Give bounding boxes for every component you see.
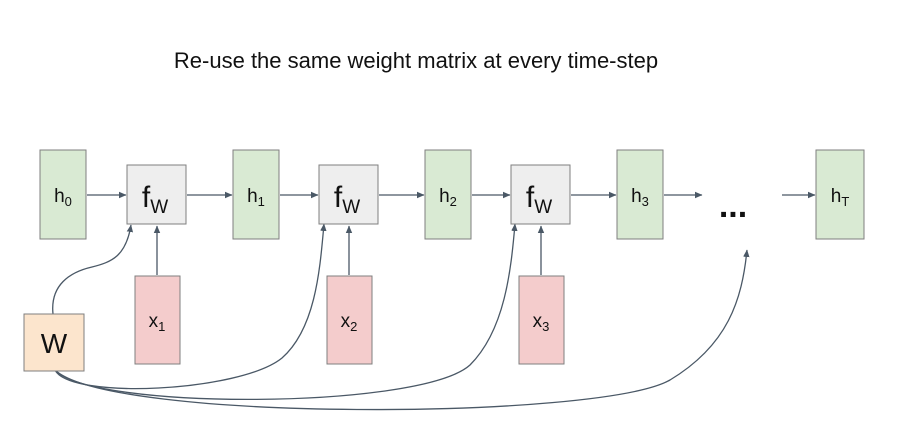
function-label: f — [142, 181, 151, 214]
weight-box: W — [23, 313, 85, 372]
function-label: f — [526, 181, 535, 214]
hidden-state-label: h — [247, 186, 258, 207]
weight-arrow-to-next — [54, 249, 750, 411]
input-label: x — [533, 311, 543, 332]
hidden-state-label: h — [831, 186, 842, 207]
hidden-state-subscript: 3 — [642, 194, 649, 209]
input-box-x2: x2 — [326, 275, 373, 365]
function-subscript: W — [150, 197, 168, 218]
ellipsis: ... — [719, 187, 747, 225]
hidden-state-label: h — [631, 186, 642, 207]
hidden-state-subscript: 1 — [258, 194, 265, 209]
weight-arrow-to-f3 — [54, 223, 518, 401]
hidden-state-h1: h1 — [232, 149, 280, 240]
function-box-3: fW — [510, 164, 571, 225]
hidden-state-h3: h3 — [616, 149, 664, 240]
input-label: x — [341, 311, 351, 332]
hidden-state-subscript: 2 — [450, 194, 457, 209]
svg-text:h3: h3 — [631, 186, 649, 209]
weight-arrow-to-f1 — [52, 224, 134, 315]
svg-text:h0: h0 — [54, 186, 72, 209]
hidden-state-subscript: 0 — [65, 194, 72, 209]
svg-text:fW: fW — [142, 181, 168, 218]
hidden-state-label: h — [439, 186, 450, 207]
svg-text:h2: h2 — [439, 186, 457, 209]
function-label: f — [334, 181, 343, 214]
input-subscript: 3 — [542, 319, 549, 334]
weight-arrow-to-f2 — [54, 223, 327, 390]
svg-text:x1: x1 — [149, 311, 166, 334]
function-subscript: W — [342, 197, 360, 218]
input-subscript: 2 — [350, 319, 357, 334]
input-label: x — [149, 311, 159, 332]
svg-text:fW: fW — [526, 181, 552, 218]
function-box-1: fW — [126, 164, 187, 225]
input-subscript: 1 — [158, 319, 165, 334]
function-box-2: fW — [318, 164, 379, 225]
hidden-state-hT: hT — [815, 149, 865, 240]
input-box-x1: x1 — [134, 275, 181, 365]
input-box-x3: x3 — [518, 275, 565, 365]
hidden-state-h2: h2 — [424, 149, 472, 240]
hidden-state-subscript: T — [841, 194, 849, 209]
svg-text:fW: fW — [334, 181, 360, 218]
hidden-state-label: h — [54, 186, 65, 207]
svg-text:h1: h1 — [247, 186, 265, 209]
svg-text:x2: x2 — [341, 311, 358, 334]
svg-text:hT: hT — [831, 186, 850, 209]
hidden-state-h0: h0 — [39, 149, 87, 240]
diagram-title: Re-use the same weight matrix at every t… — [173, 48, 659, 73]
svg-text:x3: x3 — [533, 311, 550, 334]
function-subscript: W — [534, 197, 552, 218]
weight-label: W — [41, 328, 68, 359]
